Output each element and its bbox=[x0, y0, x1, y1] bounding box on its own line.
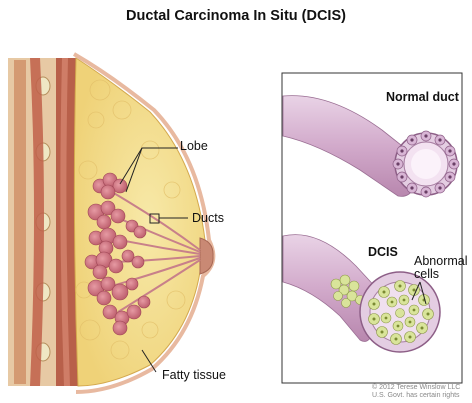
label-fatty-tissue: Fatty tissue bbox=[162, 368, 226, 382]
label-abnormal-cells-line2: cells bbox=[414, 268, 468, 281]
label-lobe: Lobe bbox=[180, 139, 208, 153]
breast-cross-section bbox=[8, 54, 213, 392]
copyright-notice: © 2012 Terese Winslow LLC U.S. Govt. has… bbox=[372, 384, 472, 400]
inset-panel bbox=[282, 73, 462, 383]
copyright-line2: U.S. Govt. has certain rights bbox=[372, 392, 472, 400]
copyright-line1: © 2012 Terese Winslow LLC bbox=[372, 384, 472, 392]
label-normal-duct: Normal duct bbox=[386, 90, 459, 104]
fatty-tissue-region bbox=[74, 58, 208, 386]
label-dcis: DCIS bbox=[368, 245, 398, 259]
label-abnormal-cells: Abnormal cells bbox=[414, 255, 468, 281]
label-ducts: Ducts bbox=[192, 211, 224, 225]
